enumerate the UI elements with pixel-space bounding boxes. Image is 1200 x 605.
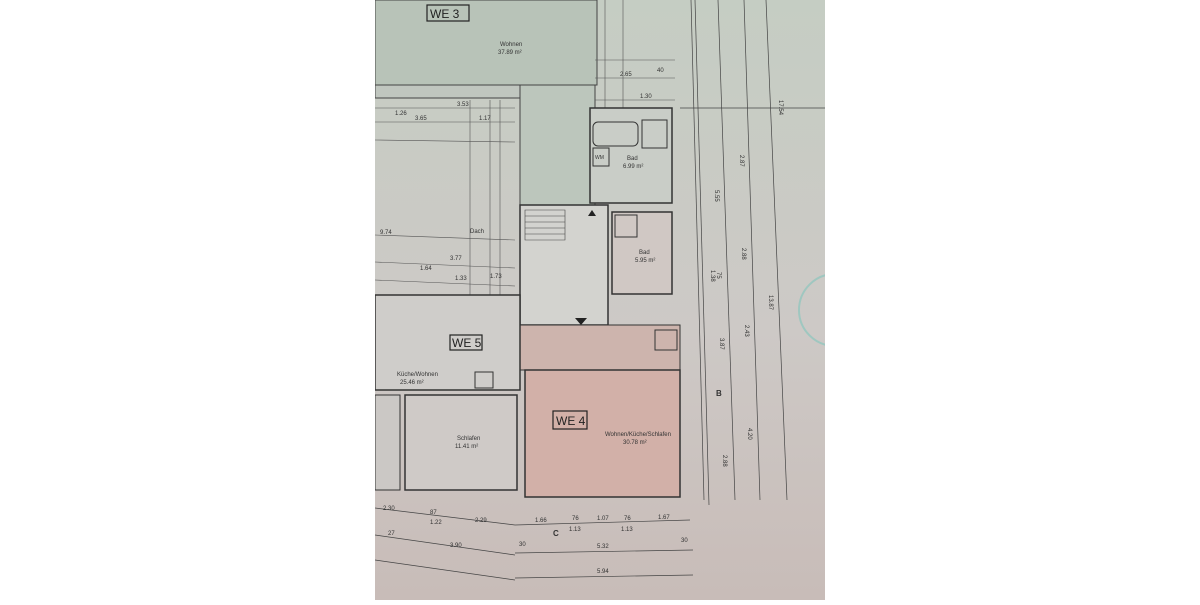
dim-bottom1-4: 1.66 [535,518,547,524]
dim-right-2: 2.88 [740,248,746,260]
dimension-lines-upper [374,0,675,300]
dim-left-1: 3.77 [450,256,462,262]
dim-right-9: 13.87 [767,295,773,311]
stair-hall [519,204,609,326]
dim-right-3: 2.43 [743,325,749,337]
we5-schlafen-area: 11.41 m² [455,444,478,450]
dim-top-0: 3.53 [457,102,469,108]
dim-top-1: 1.26 [395,111,407,117]
we5-kueche-name: Küche/Wohnen [397,372,438,378]
staircase-icon [524,209,566,241]
we4-room-name: Wohnen/Küche/Schlafen [605,432,671,438]
we4-room [524,369,681,498]
dim-left-4: 1.73 [490,274,502,280]
floor-plan: WE 3 Wohnen 37.89 m² 3.53 1.26 3.65 1.17… [374,0,872,600]
bathtub-icon [592,121,639,147]
dim-right-8: 75 [715,272,721,279]
dim-bottom1-5: 76 [572,516,579,522]
we5-schlafen-room [404,394,518,491]
we3-wohnen-area: 37.89 m² [498,50,522,56]
we3-wohnen-name: Wohnen [500,42,522,48]
dim-bottom1-8: 76 [624,516,631,522]
dim-bottom1-0: 2.30 [383,506,395,512]
dim-top-3: 1.17 [479,116,491,122]
dimension-lines-bottom [374,507,694,581]
bad-top-area: 6.99 m² [623,164,643,170]
dim-right-5: 3.87 [718,338,724,350]
dim-left-2: 1.64 [420,266,432,272]
we4-room-area: 30.78 m² [623,440,647,446]
bad-we4-room [611,211,673,295]
we4-hall [519,324,681,371]
dim-top-5: 1.30 [640,94,652,100]
dim-right-0: 5.55 [713,190,719,202]
we3-corridor [519,84,596,206]
dim-bottom2-0: 27 [388,531,395,537]
dach-label: Dach [470,229,484,235]
dim-bottom1-7: 1.07 [597,516,609,522]
dim-bottom1-9: 1.13 [621,527,633,533]
we5-side-room [374,394,401,491]
we4-label-box [552,410,588,430]
arrow-down-icon [575,318,587,325]
dim-bottom1-6: 1.13 [569,527,581,533]
dim-right-10: 17.54 [777,100,783,116]
floor-plan-photo: WE 3 Wohnen 37.89 m² 3.53 1.26 3.65 1.17… [374,0,872,600]
we3-label-box [426,4,470,22]
dim-bottom2-4: 30 [681,538,688,544]
shower-icon [641,119,668,149]
dim-bottom1-1: 87 [430,510,437,516]
dim-right-7: 1.38 [709,270,715,282]
we5-schlafen-name: Schlafen [457,436,480,442]
dimension-lines-right [680,0,825,506]
dim-bottom3-0: 5.94 [597,569,609,575]
section-marker-b: B [716,389,722,398]
arrow-up-icon [588,210,596,216]
wm-label: WM [595,155,604,161]
we5-label: WE 5 [452,336,482,350]
dim-right-6: 2.88 [721,455,727,467]
wm-box [592,147,610,167]
bad-top-name: Bad [627,156,638,162]
we4-label: WE 4 [556,414,586,428]
we5-kueche-room [374,294,521,391]
section-marker-c: C [553,529,559,538]
stove-icon [654,329,678,351]
we5-kueche-area: 25.46 m² [400,380,424,386]
dim-top-6: 40 [657,68,664,74]
we5-label-box [449,334,483,351]
dim-left-3: 1.33 [455,276,467,282]
wall-upper [374,84,521,99]
shower-icon-2 [614,214,638,238]
we3-room [374,0,598,86]
dim-top-2: 3.65 [415,116,427,122]
bad-we4-name: Bad [639,250,650,256]
dim-bottom1-2: 1.22 [430,520,442,526]
dim-bottom2-2: 30 [519,542,526,548]
bad-we4-area: 5.95 m² [635,258,655,264]
dim-right-1: 2.87 [738,155,744,167]
dim-left-0: 9.74 [380,230,392,236]
dim-top-4: 2.65 [620,72,632,78]
dim-bottom2-1: 3.90 [450,543,462,549]
dim-bottom1-10: 1.67 [658,515,670,521]
dim-right-4: 4.20 [746,428,752,440]
dim-bottom2-3: 5.32 [597,544,609,550]
stove-icon-2 [474,371,494,389]
we3-label: WE 3 [430,7,460,21]
dim-bottom1-3: 2.29 [475,518,487,524]
bad-top-room [589,107,673,204]
